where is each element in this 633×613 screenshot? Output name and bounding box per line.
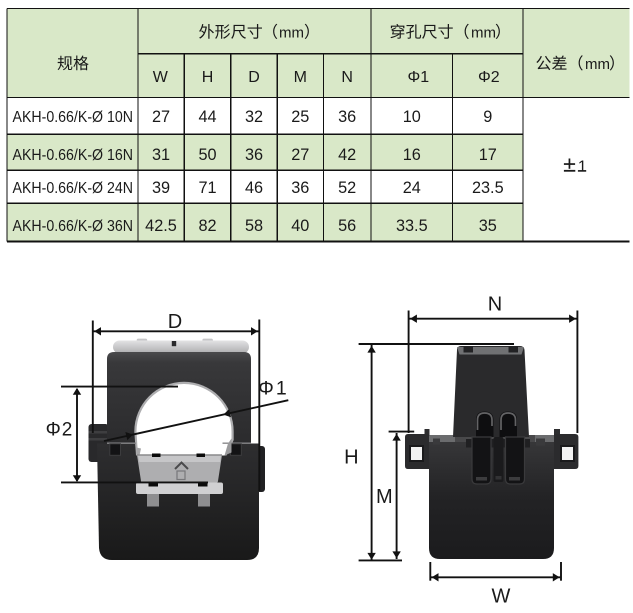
svg-text:AKH-0.66/K-Ø 10N: AKH-0.66/K-Ø 10N [13, 109, 134, 126]
svg-text:mm: mm [279, 25, 304, 42]
svg-text:25: 25 [291, 108, 309, 126]
svg-text:23.5: 23.5 [472, 179, 504, 197]
svg-text:AKH-0.66/K-Ø 16N: AKH-0.66/K-Ø 16N [13, 147, 134, 164]
svg-text:27: 27 [291, 146, 309, 164]
svg-text:AKH-0.66/K-Ø 24N: AKH-0.66/K-Ø 24N [13, 180, 134, 197]
svg-text:82: 82 [198, 217, 216, 235]
svg-text:44: 44 [198, 108, 216, 126]
svg-text:N: N [488, 294, 502, 316]
svg-text:27: 27 [152, 108, 170, 126]
svg-text:58: 58 [245, 217, 263, 235]
svg-text:33.5: 33.5 [396, 217, 428, 235]
svg-text:H: H [344, 447, 358, 469]
svg-text:mm: mm [471, 25, 496, 42]
svg-text:9: 9 [483, 108, 492, 126]
svg-text:M: M [376, 486, 393, 508]
svg-text:36: 36 [245, 146, 263, 164]
svg-text:46: 46 [245, 179, 263, 197]
svg-text:1: 1 [578, 158, 587, 175]
svg-text:35: 35 [479, 217, 497, 235]
svg-text:36: 36 [291, 179, 309, 197]
svg-text:AKH-0.66/K-Ø 36N: AKH-0.66/K-Ø 36N [13, 218, 134, 235]
svg-text:H: H [202, 69, 214, 86]
svg-text:42.5: 42.5 [145, 217, 177, 235]
svg-text:40: 40 [291, 217, 309, 235]
svg-text:17: 17 [479, 146, 497, 164]
svg-text:39: 39 [152, 179, 170, 197]
svg-text:W: W [492, 586, 511, 608]
svg-text:24: 24 [403, 179, 421, 197]
svg-text:mm: mm [585, 56, 610, 73]
svg-text:71: 71 [198, 179, 216, 197]
svg-text:D: D [248, 69, 260, 86]
svg-text:W: W [153, 69, 169, 86]
svg-text:10: 10 [403, 108, 421, 126]
svg-text:50: 50 [198, 146, 216, 164]
svg-text:56: 56 [338, 217, 356, 235]
svg-text:16: 16 [403, 146, 421, 164]
svg-text:M: M [294, 69, 307, 86]
svg-text:Φ1: Φ1 [407, 69, 429, 86]
svg-text:52: 52 [338, 179, 356, 197]
svg-text:Φ1: Φ1 [258, 378, 288, 400]
svg-text:32: 32 [245, 108, 263, 126]
svg-text:42: 42 [338, 146, 356, 164]
svg-text:36: 36 [338, 108, 356, 126]
svg-text:Φ2: Φ2 [478, 69, 500, 86]
svg-text:D: D [168, 311, 182, 333]
svg-text:N: N [341, 69, 353, 86]
svg-text:Φ2: Φ2 [46, 420, 74, 441]
svg-text:31: 31 [152, 146, 170, 164]
